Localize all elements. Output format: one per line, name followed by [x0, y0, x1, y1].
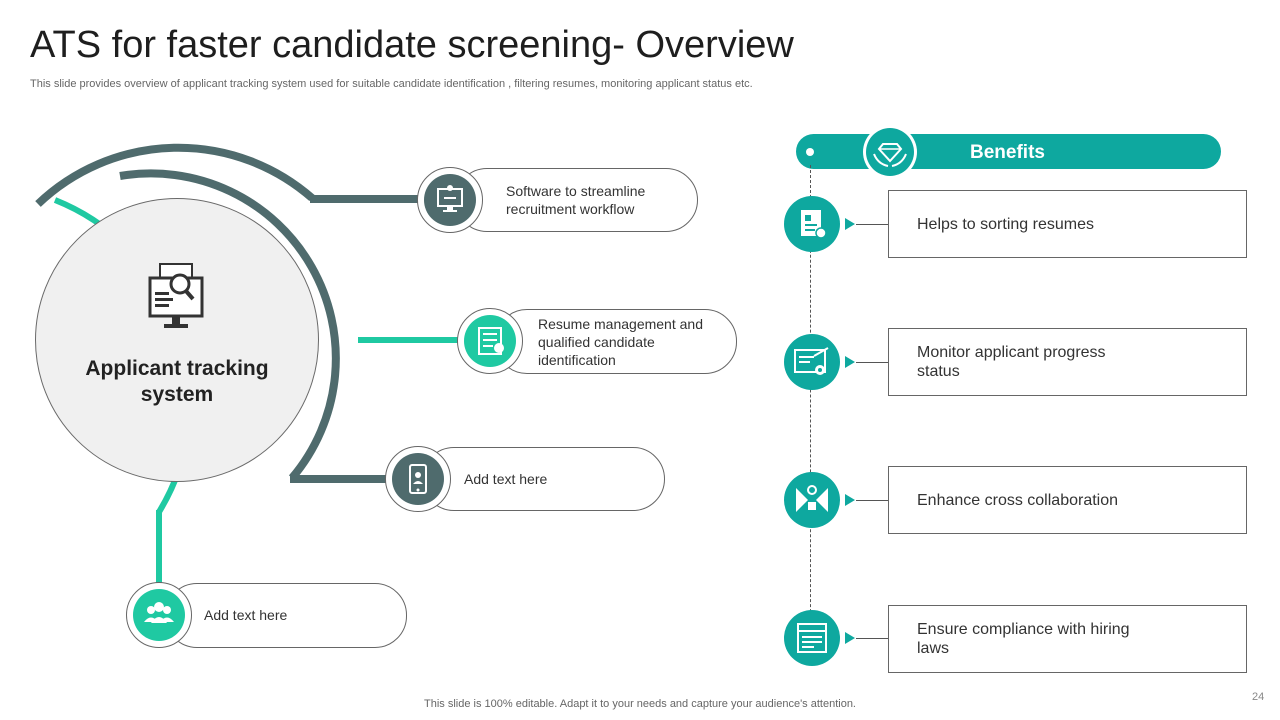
benefit-connector-4	[856, 638, 888, 639]
benefit-arrow-3	[845, 494, 855, 506]
progress-monitor-icon	[784, 334, 840, 390]
feature-text-4: Add text here	[204, 607, 288, 623]
monitor-workflow-icon	[424, 174, 476, 226]
feature-pill-4	[165, 583, 407, 648]
benefit-text-1: Helps to sorting resumes	[917, 216, 1094, 233]
feature-text-2: Resume management and qualified candidat…	[538, 316, 703, 368]
feature-text-3: Add text here	[464, 471, 548, 487]
benefit-arrow-2	[845, 356, 855, 368]
feature-pill-2	[495, 309, 737, 374]
benefit-connector-1	[856, 224, 888, 225]
team-icon	[133, 589, 185, 641]
page-number: 24	[1252, 691, 1265, 703]
benefit-box-4	[888, 605, 1247, 673]
benefit-box-2	[888, 328, 1247, 396]
benefits-bar-dot	[806, 148, 814, 156]
collaboration-icon	[784, 472, 840, 528]
feature-text-1: Software to streamline recruitment workf…	[506, 183, 646, 217]
feature-pill-3	[422, 447, 665, 511]
benefit-box-1	[888, 190, 1247, 258]
benefit-text-4: Ensure compliance with hiring laws	[917, 621, 1130, 657]
benefit-arrow-1	[845, 218, 855, 230]
compliance-document-icon	[784, 610, 840, 666]
resume-stack-icon	[464, 315, 516, 367]
slide-subtitle: This slide provides overview of applican…	[30, 78, 753, 90]
phone-profile-icon	[392, 453, 444, 505]
footer-note: This slide is 100% editable. Adapt it to…	[424, 698, 856, 710]
slide-title: ATS for faster candidate screening- Over…	[30, 24, 794, 66]
benefit-text-3: Enhance cross collaboration	[917, 492, 1119, 509]
benefit-arrow-4	[845, 632, 855, 644]
benefit-connector-2	[856, 362, 888, 363]
diamond-hands-icon	[866, 128, 914, 176]
hub-label: Applicant tracking system	[85, 357, 269, 406]
job-search-monitor-icon	[146, 262, 206, 334]
benefits-title: Benefits	[970, 142, 1045, 163]
benefits-timeline	[810, 165, 811, 642]
hub-circle	[35, 198, 319, 482]
benefit-text-2: Monitor applicant progress status	[917, 344, 1106, 380]
benefit-box-3	[888, 466, 1247, 534]
resume-check-icon	[784, 196, 840, 252]
benefit-connector-3	[856, 500, 888, 501]
feature-pill-1	[455, 168, 698, 232]
